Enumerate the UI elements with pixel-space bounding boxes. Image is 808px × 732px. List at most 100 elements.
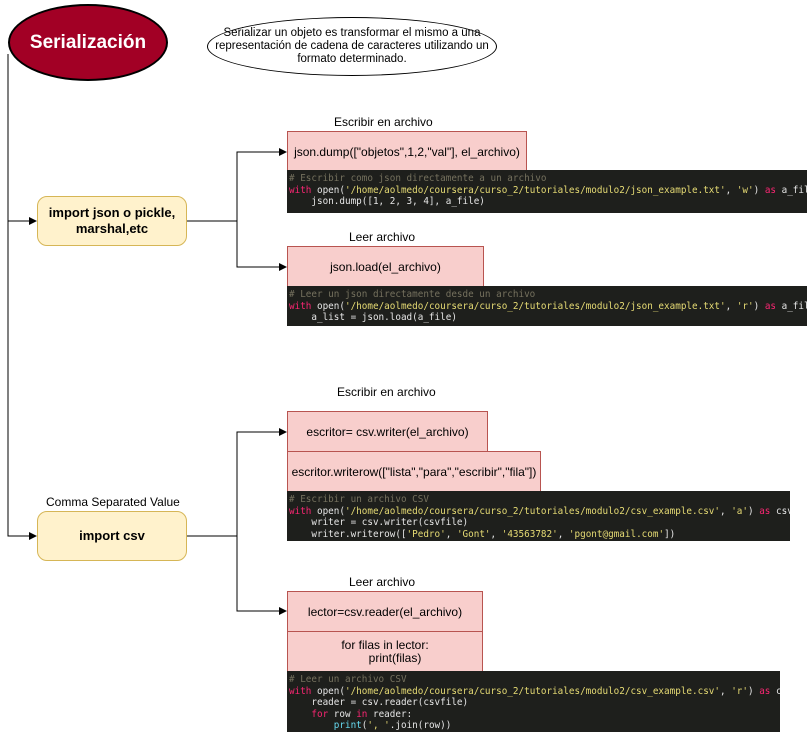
code-token: 'a' [731,505,748,517]
code-token: ( [361,720,368,731]
code-token: '43563782' [501,528,558,540]
code-token [289,709,311,720]
json-read-code-block: # Leer un json directamente desde un arc… [287,286,807,326]
code-token: reader: [367,708,413,720]
code-token: in [356,708,368,720]
code-token: , [720,685,732,697]
code-token: print [333,720,362,731]
code-token: # Leer un json directamente desde un arc… [289,289,536,300]
code-token: json.dump([1, 2, 3, 4], a_file) [289,196,485,207]
json-load-call: json.load(el_archivo) [330,259,441,274]
connector-json-write [187,148,287,222]
json-module-label: import json o pickle, marshal,etc [48,205,176,236]
connector-title-to-json [7,54,37,225]
code-token: , [490,528,502,540]
code-token: ', ' [367,720,390,731]
code-token: , [445,528,457,540]
code-token: 'Pedro' [406,528,446,540]
csv-caption: Comma Separated Value [46,495,180,509]
json-read-title: Leer archivo [349,230,416,244]
code-token: writer = csv.writer(csvfile) [289,517,469,528]
code-token: writer.writerow([ [289,528,407,540]
code-token: # Escribir como json directamente a un a… [289,173,547,184]
code-token: ) [753,300,765,312]
csv-writerow-call: escritor.writerow(["lista","para","escri… [291,464,537,479]
code-line: # Leer un archivo CSV [289,674,778,686]
code-token: '/home/aolmedo/coursera/curso_2/tutorial… [344,184,726,196]
title-text: Serialización [29,31,147,53]
code-token: ) [748,505,760,517]
code-token: reader = csv.reader(csvfile) [289,697,469,708]
code-token: open( [311,685,345,697]
csv-module-label: import csv [79,528,145,543]
csv-loop-line2: print(filas) [368,650,422,665]
code-token: open( [311,184,345,196]
connector-csv-write [187,428,287,537]
json-write-title: Escribir en archivo [334,115,433,129]
code-line: reader = csv.reader(csvfile) [289,697,778,709]
code-token: # Escribir un archivo CSV [289,494,429,505]
code-token: ]) [664,528,676,540]
code-line: a_list = json.load(a_file) [289,312,805,324]
connector-title-to-csv [7,221,37,540]
csv-writer-call: escritor= csv.writer(el_archivo) [306,424,469,439]
code-token: with [289,184,312,196]
code-token: 'pgont@gmail.com' [568,528,665,540]
code-token [289,720,334,731]
csv-writer-node: escritor= csv.writer(el_archivo) [287,411,488,452]
code-token: as [759,685,771,697]
code-token: , [725,300,737,312]
csv-module-node: import csv [37,511,187,561]
code-token: 'Gont' [456,528,491,540]
csv-loop-node: for filas in lector: print(filas) [287,631,483,672]
code-token: '/home/aolmedo/coursera/curso_2/tutorial… [344,685,720,697]
json-module-node: import json o pickle, marshal,etc [37,196,187,246]
code-token: csvfile: [776,505,790,517]
csv-writerow-node: escritor.writerow(["lista","para","escri… [287,451,541,492]
connector-json-read [236,221,287,271]
code-token: as [764,184,777,196]
code-token: ) [753,184,765,196]
csv-write-title: Escribir en archivo [337,385,436,399]
code-token: a_list = json.load(a_file) [289,312,457,323]
code-line: for row in reader: [289,709,778,721]
code-token: .join(row)) [389,720,452,731]
code-token: , [725,184,737,196]
code-line: with open('/home/aolmedo/coursera/curso_… [289,184,807,197]
csv-reader-call: lector=csv.reader(el_archivo) [307,604,463,619]
json-write-code-block: # Escribir como json directamente a un a… [287,170,807,213]
code-token: as [764,300,777,312]
code-token: with [289,685,312,697]
code-token: row [328,708,357,720]
code-token: csvfile: [776,685,780,697]
code-line: # Leer un json directamente desde un arc… [289,289,805,301]
code-token: open( [311,505,345,517]
code-line: json.dump([1, 2, 3, 4], a_file) [289,196,805,208]
code-token: # Leer un archivo CSV [289,674,407,685]
csv-reader-node: lector=csv.reader(el_archivo) [287,591,483,632]
definition-note: Serializar un objeto es transformar el m… [207,17,497,76]
code-line: print(', '.join(row)) [289,720,778,732]
code-token: '/home/aolmedo/coursera/curso_2/tutorial… [344,505,720,517]
code-token: '/home/aolmedo/coursera/curso_2/tutorial… [344,300,726,312]
code-line: # Escribir como json directamente a un a… [289,173,805,185]
code-line: with open('/home/aolmedo/coursera/curso_… [289,300,807,313]
code-token: , [720,505,732,517]
csv-loop-line1: for filas in lector: [341,637,429,652]
code-token: with [289,300,312,312]
code-line: writer.writerow(['Pedro', 'Gont', '43563… [289,529,788,541]
code-line: # Escribir un archivo CSV [289,494,788,506]
code-token: a_file: [781,300,807,312]
definition-text: Serializar un objeto es transformar el m… [215,27,489,65]
title-ellipse: Serialización [8,4,168,81]
code-line: writer = csv.writer(csvfile) [289,517,788,529]
json-load-node: json.load(el_archivo) [287,246,484,287]
code-token: a_file: [781,184,807,196]
code-token: 'r' [731,685,748,697]
json-dump-node: json.dump(["objetos",1,2,"val"], el_arch… [287,131,527,172]
code-token: with [289,505,312,517]
json-dump-call: json.dump(["objetos",1,2,"val"], el_arch… [294,144,520,159]
